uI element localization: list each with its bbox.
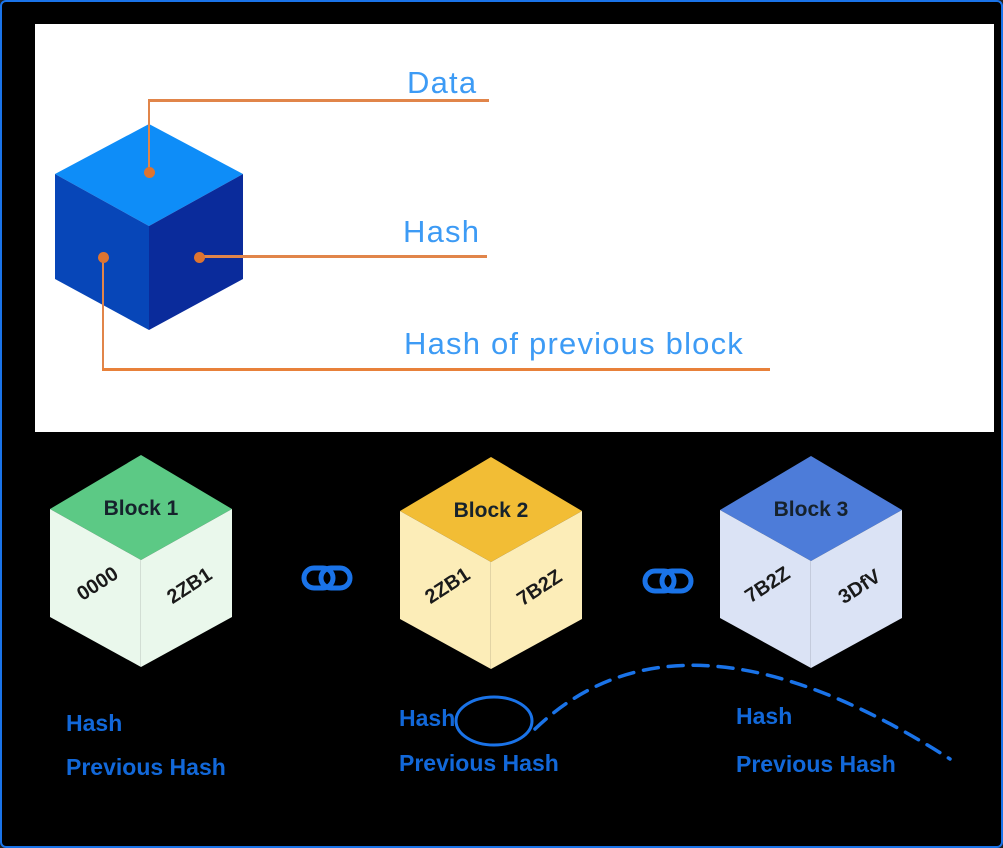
block-2-previous-hash-label: Previous Hash [399, 750, 559, 776]
data-connector-dot [144, 167, 155, 178]
block-2-hash-label: Hash [399, 705, 456, 731]
previous-hash-connector-line-vertical [102, 258, 104, 370]
block-1-cube: Block 1 0000 2ZB1 [50, 455, 232, 667]
block-2-face-divider [490, 562, 491, 669]
block-3-cube: Block 3 7B2Z 3DfV [720, 456, 902, 668]
block-3-previous-hash-label: Previous Hash [736, 751, 896, 777]
block-1-face-divider [140, 560, 141, 667]
hash-connector-dot [194, 252, 205, 263]
previous-hash-connector-line-horizontal [102, 368, 770, 371]
chain-link-icon [301, 565, 353, 591]
block-3-hash-label: Hash [736, 703, 793, 729]
hash-connector-line [199, 255, 487, 258]
previous-hash-callout-label: Hash of previous block [404, 326, 745, 361]
data-connector-line-horizontal [148, 99, 489, 102]
previous-hash-connector-dot [98, 252, 109, 263]
chain-link-icon [642, 568, 694, 594]
hash-highlight-ellipse [454, 695, 534, 747]
block-2-title: Block 2 [453, 499, 529, 522]
block-3-face-divider [810, 561, 811, 668]
block-1-title: Block 1 [103, 497, 179, 520]
block-2-cube: Block 2 2ZB1 7B2Z [400, 457, 582, 669]
hash-callout-label: Hash [403, 214, 481, 249]
block-1-hash-label: Hash [66, 710, 123, 736]
block-1-previous-hash-label: Previous Hash [66, 754, 226, 780]
block-3-title: Block 3 [773, 498, 849, 521]
data-connector-line-vertical [148, 100, 150, 172]
data-callout-label: Data [407, 65, 478, 100]
